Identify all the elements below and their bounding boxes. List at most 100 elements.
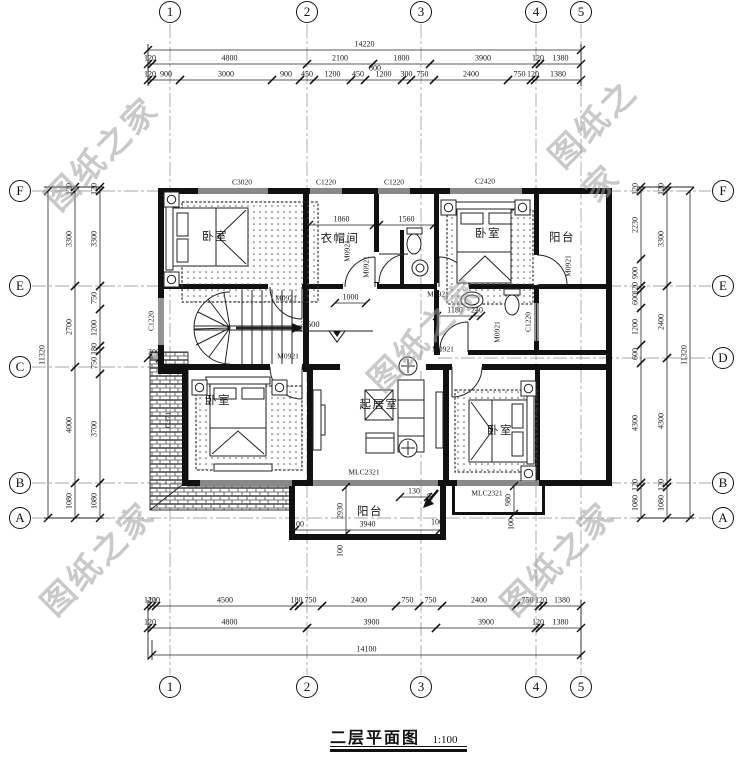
bathroom-fixtures bbox=[406, 227, 521, 316]
dimension-tick bbox=[636, 182, 646, 192]
dimension-tick bbox=[95, 182, 105, 192]
dimension-tick bbox=[143, 601, 153, 611]
dimension-tick bbox=[437, 601, 447, 611]
dimension-tick bbox=[429, 220, 439, 230]
dimension-tick bbox=[576, 45, 586, 55]
dimension-tick bbox=[503, 75, 513, 85]
dimension-tick bbox=[70, 182, 80, 192]
dimension-tick bbox=[95, 478, 105, 488]
dimension-tick bbox=[636, 186, 646, 196]
dimension-tick bbox=[70, 281, 80, 291]
dimension-lines bbox=[43, 45, 695, 660]
dimension-tick bbox=[95, 304, 105, 314]
dimension-tick bbox=[685, 513, 695, 523]
dimension-tick bbox=[360, 75, 370, 85]
dimension-tick bbox=[636, 478, 646, 488]
dimension-tick bbox=[435, 525, 445, 535]
dimension-tick bbox=[423, 492, 433, 502]
title-underline-thick bbox=[330, 749, 467, 752]
dimension-tick bbox=[290, 525, 300, 535]
dimension-tick bbox=[374, 220, 384, 230]
dimension-tick bbox=[636, 482, 646, 492]
dimension-tick bbox=[155, 353, 165, 363]
living-room-furniture bbox=[312, 356, 444, 458]
dimension-tick bbox=[535, 623, 545, 633]
dimension-tick bbox=[534, 601, 544, 611]
dimension-tick bbox=[636, 513, 646, 523]
dimension-tick bbox=[391, 601, 401, 611]
dimension-tick bbox=[43, 513, 53, 523]
dimension-tick bbox=[143, 623, 153, 633]
dimension-tick bbox=[304, 220, 314, 230]
dimension-tick bbox=[576, 650, 586, 660]
dimension-tick bbox=[662, 482, 672, 492]
dimension-tick bbox=[70, 362, 80, 372]
dimension-tick bbox=[330, 298, 340, 308]
dimension-tick bbox=[70, 513, 80, 523]
dimension-tick bbox=[531, 623, 541, 633]
dimension-tick bbox=[95, 341, 105, 351]
dimension-tick bbox=[662, 281, 672, 291]
bed-top-right bbox=[440, 199, 534, 305]
dimension-tick bbox=[425, 59, 435, 69]
dimension-tick bbox=[267, 75, 277, 85]
dimension-tick bbox=[369, 220, 379, 230]
dimension-tick bbox=[143, 353, 153, 363]
slope-arrow bbox=[423, 489, 439, 508]
dimension-tick bbox=[341, 529, 351, 539]
dimension-tick bbox=[309, 75, 319, 85]
dimension-tick bbox=[147, 623, 157, 633]
dimension-tick bbox=[151, 601, 161, 611]
drawing-title-block: 二层平面图 1:100 bbox=[330, 724, 470, 748]
level-marker bbox=[293, 330, 373, 343]
dimension-tick bbox=[302, 623, 312, 633]
dimension-tick bbox=[346, 75, 356, 85]
dimension-tick bbox=[662, 478, 672, 488]
dimension-tick bbox=[636, 254, 646, 264]
dimension-tick bbox=[175, 75, 185, 85]
dimension-tick bbox=[468, 311, 478, 321]
bed-top-left bbox=[163, 191, 319, 303]
dimension-extension-lines bbox=[44, 44, 694, 660]
bed-bottom-right bbox=[454, 380, 538, 482]
dimension-tick bbox=[341, 482, 351, 492]
dimension-tick bbox=[662, 182, 672, 192]
dimension-tick bbox=[143, 59, 153, 69]
dimension-tick bbox=[361, 298, 371, 308]
dimension-tick bbox=[95, 369, 105, 379]
dimension-tick bbox=[147, 650, 157, 660]
dimension-tick bbox=[289, 601, 299, 611]
dimension-tick bbox=[302, 59, 312, 69]
dimension-tick bbox=[636, 281, 646, 291]
dimension-tick bbox=[397, 75, 407, 85]
drawing-title: 二层平面图 bbox=[330, 730, 421, 747]
dimension-tick bbox=[147, 601, 157, 611]
dimension-tick bbox=[95, 281, 105, 291]
dimension-tick bbox=[294, 601, 304, 611]
dimension-tick bbox=[70, 186, 80, 196]
bed-bottom-left bbox=[191, 376, 303, 472]
dimension-tick bbox=[406, 75, 416, 85]
dimension-tick bbox=[662, 353, 672, 363]
dimension-tick bbox=[509, 481, 519, 491]
dimension-tick bbox=[576, 75, 586, 85]
dimension-tick bbox=[43, 186, 53, 196]
dimension-tick bbox=[395, 492, 405, 502]
dimension-tick bbox=[432, 311, 442, 321]
dimension-tick bbox=[95, 346, 105, 356]
dimension-tick bbox=[685, 186, 695, 196]
dimension-tick bbox=[143, 75, 153, 85]
title-underline-thin bbox=[330, 746, 467, 747]
dimension-tick bbox=[662, 186, 672, 196]
dimension-tick bbox=[636, 340, 646, 350]
dimension-tick bbox=[143, 45, 153, 55]
drawing-scale: 1:100 bbox=[432, 734, 458, 746]
dimension-tick bbox=[429, 75, 439, 85]
windows bbox=[158, 188, 539, 486]
dimension-tick bbox=[509, 509, 519, 519]
dimension-tick bbox=[476, 311, 486, 321]
dimension-tick bbox=[636, 285, 646, 295]
dimension-tick bbox=[147, 75, 157, 85]
